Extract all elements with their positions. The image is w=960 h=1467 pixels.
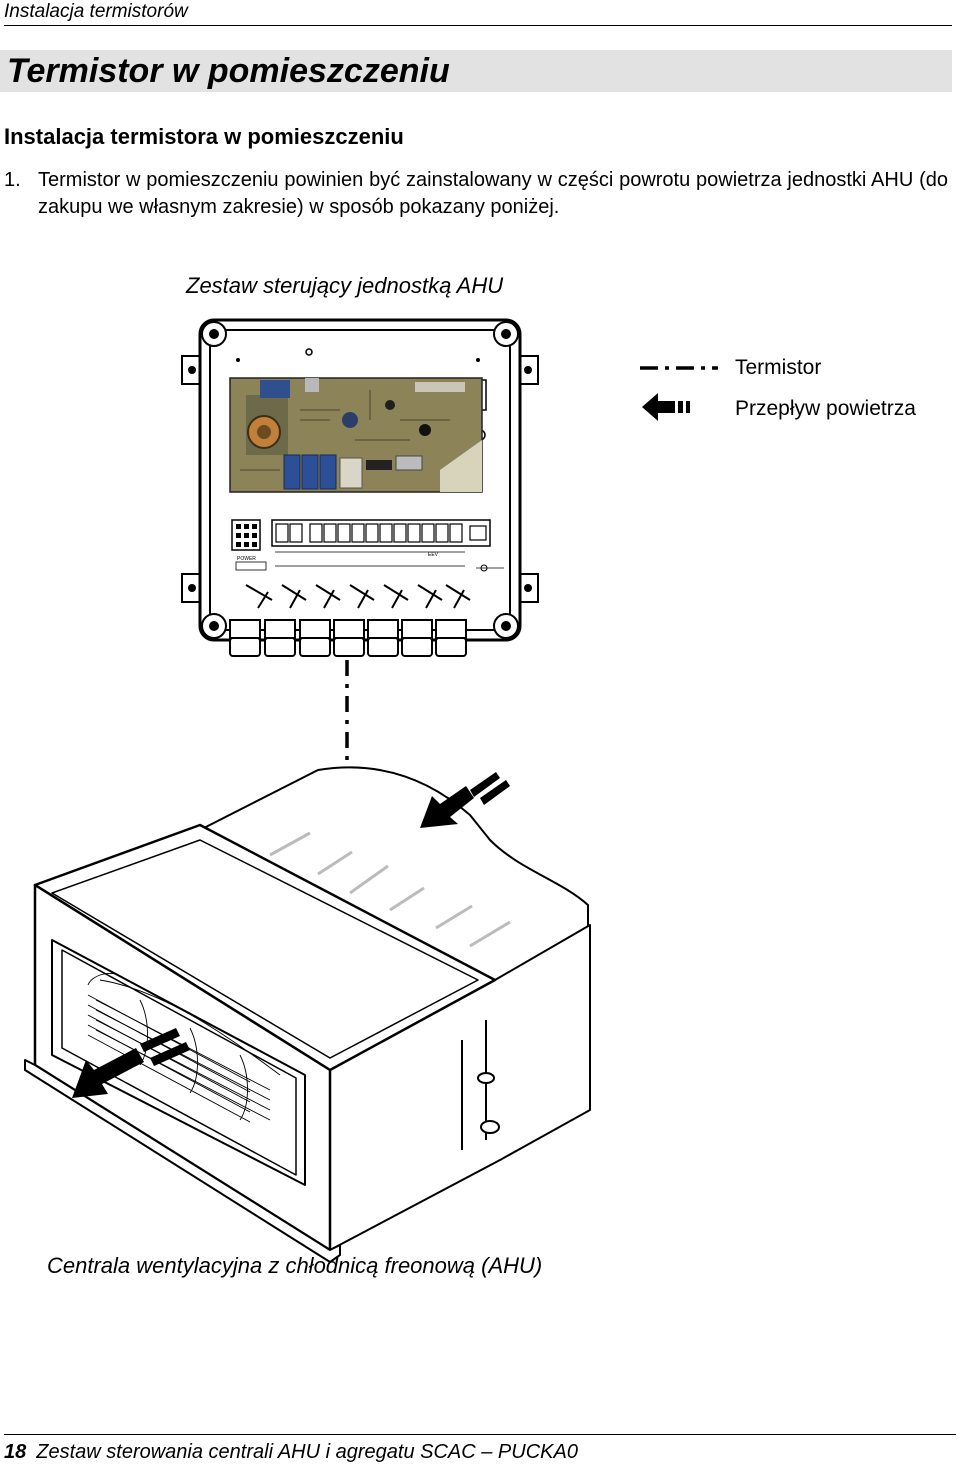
return-air-hatching bbox=[269, 831, 511, 948]
page-title: Termistor w pomieszczeniu bbox=[7, 52, 450, 90]
eev-terminal-label: EEV bbox=[428, 552, 439, 558]
running-header: Instalacja termistorów bbox=[4, 0, 952, 26]
step-paragraph: 1. Termistor w pomieszczeniu powinien by… bbox=[4, 167, 948, 221]
legend-thermistor-label: Termistor bbox=[735, 356, 822, 379]
ahu-unit-illustration bbox=[24, 766, 591, 1263]
running-header-title: Instalacja termistorów bbox=[4, 1, 188, 22]
step-text: Termistor w pomieszczeniu powinien być z… bbox=[38, 169, 948, 218]
footer-divider bbox=[4, 1434, 956, 1435]
airflow-arrow-icon bbox=[642, 393, 690, 421]
airflow-out-arrow-icon bbox=[72, 1028, 190, 1098]
page-title-bar: Termistor w pomieszczeniu bbox=[0, 50, 952, 92]
footer-text: Zestaw sterowania centrali AHU i agregat… bbox=[36, 1441, 578, 1463]
power-terminal-label: POWER bbox=[237, 556, 256, 562]
control-kit-caption: Zestaw sterujący jednostką AHU bbox=[186, 273, 504, 298]
page-footer: 18 Zestaw sterowania centrali AHU i agreg… bbox=[4, 1439, 578, 1465]
airflow-in-arrow-icon bbox=[420, 772, 510, 828]
legend-airflow-label: Przepływ powietrza bbox=[735, 397, 916, 420]
step-number: 1. bbox=[4, 169, 21, 191]
ahu-caption: Centrala wentylacyjna z chłodnicą freono… bbox=[47, 1253, 543, 1278]
page-number: 18 bbox=[4, 1441, 27, 1463]
control-box-illustration: POWER EEV bbox=[181, 318, 539, 657]
section-heading: Instalacja termistora w pomieszczeniu bbox=[4, 124, 404, 149]
